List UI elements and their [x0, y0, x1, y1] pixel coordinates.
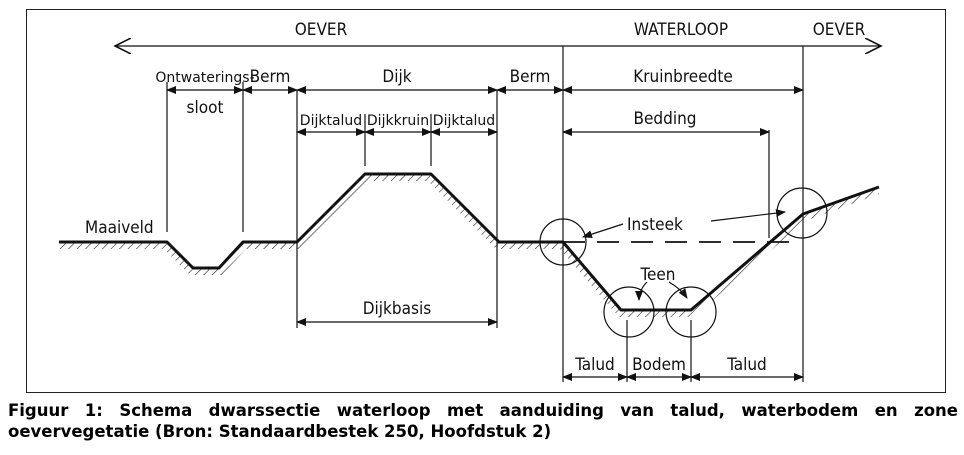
label-teen: Teen: [640, 265, 676, 285]
label-bedding: Bedding: [634, 109, 697, 129]
label-berm-right: Berm: [510, 67, 551, 87]
label-dijkbasis: Dijkbasis: [363, 299, 431, 319]
cross-section-diagram: OEVER WATERLOOP OEVER Ontwaterings- sloo…: [59, 20, 947, 382]
insteek-circle-left: [539, 218, 587, 266]
teen-pointer-left: [635, 281, 648, 301]
teen-circle-right: [665, 286, 717, 338]
label-oever-right: OEVER: [813, 20, 866, 40]
teen-pointer-right: [668, 281, 688, 299]
teen-circle-left: [603, 286, 655, 338]
label-dijk: Dijk: [382, 67, 411, 87]
label-talud-right: Talud: [726, 355, 767, 375]
ground-profile: [59, 172, 880, 312]
diagram-figure: OEVER WATERLOOP OEVER Ontwaterings- sloo…: [26, 9, 946, 393]
label-sloot: sloot: [187, 98, 224, 118]
label-bodem: Bodem: [632, 355, 686, 375]
figure-caption: Figuur 1: Schema dwarssectie waterloop m…: [8, 401, 958, 441]
label-dijktalud-right: Dijktalud: [433, 113, 495, 129]
label-dijkkruin: Dijkkruin: [367, 113, 429, 129]
insteek-pointer-right: [710, 209, 786, 222]
label-waterloop: WATERLOOP: [634, 20, 728, 40]
label-talud-left: Talud: [574, 355, 615, 375]
label-maaiveld: Maaiveld: [85, 218, 154, 238]
label-kruinbreedte: Kruinbreedte: [633, 67, 733, 87]
label-ontwaterings: Ontwaterings-: [155, 70, 254, 86]
insteek-pointer-left: [582, 223, 624, 239]
label-berm-left: Berm: [250, 67, 291, 87]
label-insteek: Insteek: [627, 215, 683, 235]
label-dijktalud-left: Dijktalud: [300, 113, 362, 129]
label-oever-left: OEVER: [295, 20, 348, 40]
soil-hatch: [59, 174, 879, 317]
